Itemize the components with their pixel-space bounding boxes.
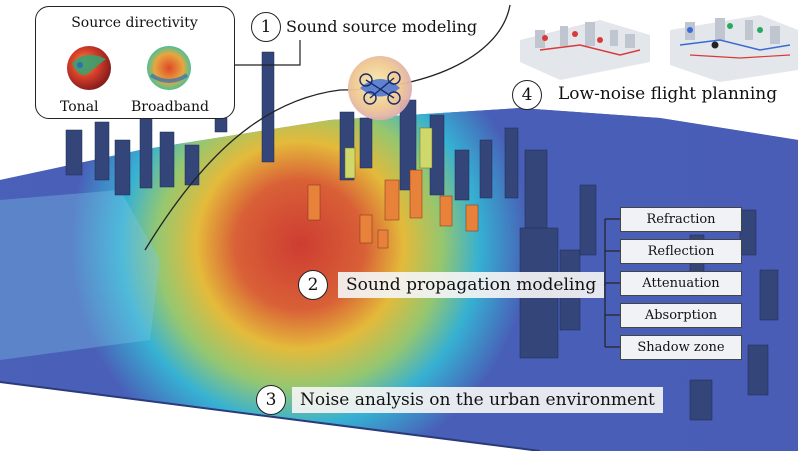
step-1-label: Sound source modeling [286,17,478,36]
step-3-label: Noise analysis on the urban environment [292,387,663,413]
effect-shadow-zone: Shadow zone [620,335,742,360]
sound-source-sphere [348,56,412,120]
step-4-number: 4 [512,80,542,110]
connector-1 [235,40,301,66]
step-2-label: Sound propagation modeling [338,272,605,298]
terrain-wash [0,190,160,360]
tonal-label: Tonal [60,99,99,115]
source-curve [144,4,511,251]
flight-map-left [520,20,650,80]
source-directivity-panel: Source directivity Tonal Broadband [35,6,235,119]
broadband-label: Broadband [131,99,210,115]
mid-buildings [344,127,433,179]
effect-absorption: Absorption [620,303,742,328]
step-1-number: 1 [251,12,281,42]
directivity-title: Source directivity [71,15,198,31]
buildings [65,51,779,421]
hot-buildings [307,169,479,249]
step-3-number: 3 [256,385,286,415]
step-2-number: 2 [298,270,328,300]
effect-reflection: Reflection [620,239,742,264]
broadband-directivity-sphere [147,46,191,90]
effect-attenuation: Attenuation [620,271,742,296]
tonal-directivity-sphere [67,46,111,90]
terrain-edge [0,381,541,451]
step-4-label: Low-noise flight planning [558,84,778,104]
flight-map-right [670,15,798,82]
effect-refraction: Refraction [620,207,742,232]
